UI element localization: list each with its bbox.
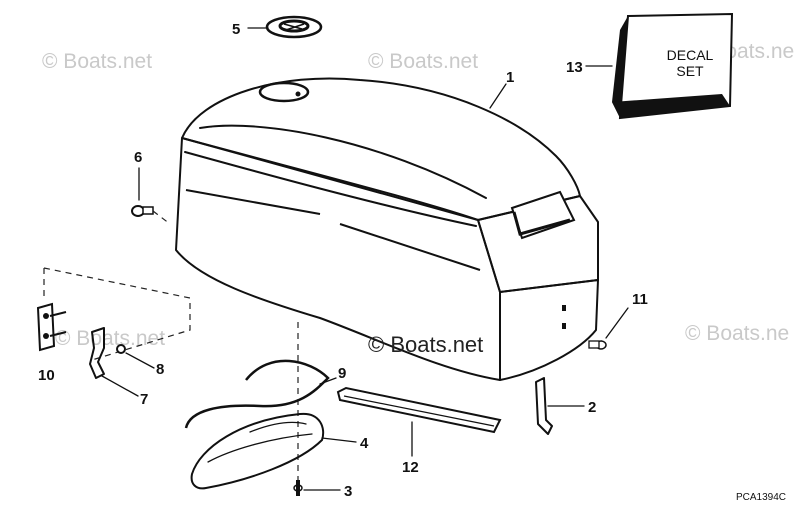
callout-12: 12 <box>402 459 419 476</box>
callout-11: 11 <box>632 291 648 308</box>
watermark-top-left: © Boats.net <box>42 50 152 73</box>
leader-8 <box>125 352 155 369</box>
figure-code: PCA1394C <box>736 492 786 503</box>
strip-part-12 <box>336 386 502 434</box>
callout-10: 10 <box>38 367 55 384</box>
callout-3: 3 <box>344 483 352 500</box>
callout-1: 1 <box>506 69 514 86</box>
bracket-part-10 <box>36 302 67 352</box>
callout-7: 7 <box>140 391 148 408</box>
callout-4: 4 <box>360 435 369 452</box>
seal-part-9 <box>184 359 330 429</box>
bolt-part-11 <box>588 340 607 350</box>
tray-part-4 <box>190 412 325 490</box>
watermark-top-center: © Boats.net <box>368 50 478 73</box>
nut-part-8 <box>116 344 126 354</box>
leader-7 <box>101 375 139 397</box>
callout-2: 2 <box>588 399 596 416</box>
callout-5: 5 <box>232 21 240 38</box>
watermark-mid-left: © Boats.net <box>55 327 165 350</box>
leader-11 <box>605 307 629 339</box>
callout-8: 8 <box>156 361 164 378</box>
leader-9 <box>319 377 337 385</box>
callout-6: 6 <box>134 149 142 166</box>
screw-part-3 <box>293 480 303 496</box>
watermark-mid-right: © Boats.ne <box>685 322 789 345</box>
leader-4 <box>321 437 357 443</box>
screw-part-6 <box>131 205 171 225</box>
callout-9: 9 <box>338 365 346 382</box>
latch-part-2 <box>535 377 553 435</box>
latch-part-7 <box>89 327 105 379</box>
decal-box-line2: SET <box>676 63 704 79</box>
engine-cowl-part: © Boats.net <box>175 77 599 381</box>
callout-13: 13 <box>566 59 583 76</box>
leader-1 <box>489 83 507 109</box>
filler-cap-part <box>265 15 323 39</box>
watermark-cowl: © Boats.net <box>368 332 483 357</box>
decal-box-line1: DECAL <box>667 47 714 63</box>
decal-set-box: DECAL SET <box>612 12 734 120</box>
